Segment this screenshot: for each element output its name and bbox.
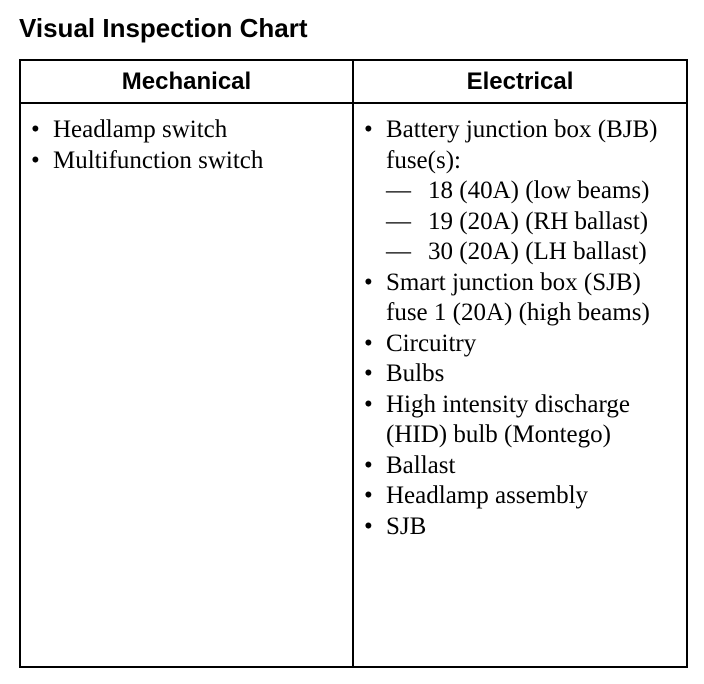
dash-icon: — xyxy=(386,177,411,204)
bullet-icon: • xyxy=(364,512,373,540)
chart-title: Visual Inspection Chart xyxy=(19,13,308,43)
bullet-icon: • xyxy=(364,329,373,357)
list-item: • Circuitry xyxy=(354,329,686,360)
electrical-cell: • Battery junction box (BJB) fuse(s): — … xyxy=(352,102,688,668)
fuse-sublist: — 18 (40A) (low beams) — 19 (20A) (RH ba… xyxy=(386,176,680,268)
mechanical-list: • Headlamp switch • Multifunction switch xyxy=(21,104,352,176)
list-item-text: Circuitry xyxy=(386,329,477,357)
bullet-icon: • xyxy=(364,116,373,143)
list-item: • High intensity discharge (HID) bulb (M… xyxy=(354,390,686,451)
mechanical-cell: • Headlamp switch • Multifunction switch xyxy=(19,102,354,668)
sub-list-item: — 19 (20A) (RH ballast) xyxy=(386,207,680,238)
bullet-icon: • xyxy=(31,146,40,174)
list-item: • Battery junction box (BJB) fuse(s): — … xyxy=(354,115,686,268)
sub-list-item-text: 30 (20A) (LH ballast) xyxy=(428,238,647,265)
sub-list-item: — 18 (40A) (low beams) xyxy=(386,176,680,207)
bullet-icon: • xyxy=(364,268,373,296)
electrical-list: • Battery junction box (BJB) fuse(s): — … xyxy=(354,104,686,542)
bullet-icon: • xyxy=(364,360,373,387)
sub-list-item-text: 19 (20A) (RH ballast) xyxy=(428,207,649,235)
list-item: • Ballast xyxy=(354,451,686,482)
list-item-text: Multifunction switch xyxy=(53,146,264,174)
list-item: • Headlamp switch xyxy=(21,115,352,146)
list-item-text: Battery junction box (BJB) fuse(s): xyxy=(386,116,658,174)
column-header-electrical: Electrical xyxy=(352,59,688,104)
bullet-icon: • xyxy=(364,482,373,509)
dash-icon: — xyxy=(386,238,411,265)
list-item-text: Headlamp assembly xyxy=(386,482,589,509)
list-item: • SJB xyxy=(354,512,686,543)
list-item-text: High intensity discharge (HID) bulb (Mon… xyxy=(386,390,630,449)
sub-list-item-text: 18 (40A) (low beams) xyxy=(428,177,650,204)
list-item-text: Bulbs xyxy=(386,360,445,387)
list-item: • Multifunction switch xyxy=(21,146,352,177)
bullet-icon: • xyxy=(364,390,373,418)
list-item: • Headlamp assembly xyxy=(354,481,686,512)
sub-list-item: — 30 (20A) (LH ballast) xyxy=(386,237,680,268)
column-header-mechanical: Mechanical xyxy=(19,59,354,104)
inspection-table: Mechanical Electrical • Headlamp switch … xyxy=(19,59,688,668)
list-item-text: Smart junction box (SJB) fuse 1 (20A) (h… xyxy=(386,268,650,327)
bullet-icon: • xyxy=(31,116,40,143)
dash-icon: — xyxy=(386,207,411,235)
content-row: • Headlamp switch • Multifunction switch… xyxy=(19,102,688,668)
list-item-text: Ballast xyxy=(386,451,456,479)
header-row: Mechanical Electrical xyxy=(19,59,688,104)
list-item: • Smart junction box (SJB) fuse 1 (20A) … xyxy=(354,268,686,329)
list-item-text: Headlamp switch xyxy=(53,116,228,143)
list-item: • Bulbs xyxy=(354,359,686,390)
list-item-text: SJB xyxy=(386,512,427,540)
bullet-icon: • xyxy=(364,451,373,479)
